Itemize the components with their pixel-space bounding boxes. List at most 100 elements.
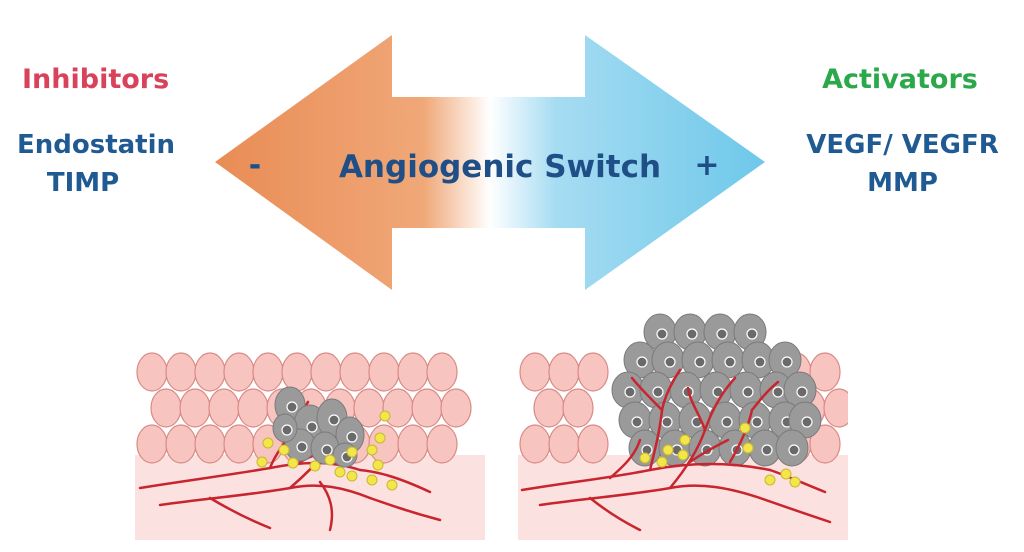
- epithelial-cell-layer: [136, 352, 472, 464]
- tumor-cell-nucleus: [664, 356, 676, 368]
- factor-dot: [662, 444, 674, 456]
- factor-dot: [789, 476, 801, 488]
- switch-minus-sign: -: [249, 148, 261, 183]
- angiogenic-factors: [639, 422, 801, 488]
- blood-vessels: [520, 368, 832, 532]
- tumor-cell-nucleus: [781, 356, 793, 368]
- tumor-cell-nucleus: [716, 328, 728, 340]
- epithelial-cell: [368, 352, 400, 392]
- epithelial-cell: [368, 424, 400, 464]
- epithelial-cell: [223, 424, 255, 464]
- small-tumor-mass: [272, 386, 365, 468]
- epithelial-cell: [237, 388, 269, 428]
- tumor-cell-nucleus: [631, 416, 643, 428]
- tumor-cell-nucleus: [746, 328, 758, 340]
- tumor-cell-nucleus: [321, 444, 333, 456]
- tumor-cell-nucleus: [751, 416, 763, 428]
- factor-dot: [309, 460, 321, 472]
- epithelial-cell: [823, 388, 848, 428]
- factor-dot: [366, 444, 378, 456]
- epithelial-cell: [411, 388, 443, 428]
- factor-dot: [677, 449, 689, 461]
- factor-dot: [287, 457, 299, 469]
- epithelial-cell: [519, 352, 551, 392]
- inhibitor-timp: TIMP: [46, 168, 120, 198]
- epithelial-cell: [252, 352, 284, 392]
- tumor-cell-nucleus: [652, 386, 664, 398]
- epithelial-cell: [165, 424, 197, 464]
- epithelial-cell: [194, 424, 226, 464]
- epithelial-cell: [548, 424, 580, 464]
- epithelial-cell: [382, 388, 414, 428]
- epithelial-cell: [809, 352, 841, 392]
- factor-dot: [278, 444, 290, 456]
- epithelial-cell: [136, 352, 168, 392]
- factor-dot: [334, 466, 346, 478]
- angiogenic-tissue-illustration: [518, 313, 848, 540]
- large-tumor-mass: [611, 313, 822, 467]
- factor-dot: [679, 434, 691, 446]
- tumor-cell-nucleus: [801, 416, 813, 428]
- factor-dot: [780, 468, 792, 480]
- tumor-cell-nucleus: [724, 356, 736, 368]
- factor-dot: [742, 442, 754, 454]
- tumor-cell-nucleus: [761, 444, 773, 456]
- factor-dot: [656, 456, 668, 468]
- factor-dot: [346, 446, 358, 458]
- tumor-cell-nucleus: [656, 328, 668, 340]
- epithelial-cell: [440, 388, 472, 428]
- tumor-cell-nucleus: [694, 356, 706, 368]
- epithelial-cell: [533, 388, 565, 428]
- inhibitor-endostatin: Endostatin: [16, 130, 176, 160]
- factor-dot: [764, 474, 776, 486]
- epithelial-cell: [150, 388, 182, 428]
- epithelial-cell: [809, 424, 841, 464]
- factor-dot: [256, 456, 268, 468]
- factor-dot: [739, 422, 751, 434]
- switch-label: Angiogenic Switch: [339, 149, 661, 185]
- tumor-cell-nucleus: [661, 416, 673, 428]
- tumor-cell-nucleus: [286, 401, 298, 413]
- epithelial-cell: [426, 424, 458, 464]
- inhibitors-title: Inhibitors: [22, 64, 170, 95]
- epithelial-cell: [208, 388, 240, 428]
- factor-dot: [324, 454, 336, 466]
- epithelial-cell: [562, 388, 594, 428]
- activator-vegf-vegfr: VEGF/ VEGFR: [806, 130, 999, 160]
- epithelial-cell: [577, 424, 609, 464]
- factor-dot: [262, 437, 274, 449]
- dormant-tissue-illustration: [135, 352, 485, 540]
- epithelial-cell: [577, 352, 609, 392]
- epithelial-cell: [223, 352, 255, 392]
- tissue-stroma: [518, 455, 848, 540]
- tumor-cell-nucleus: [346, 431, 358, 443]
- activators-title: Activators: [822, 64, 978, 95]
- factor-dot: [386, 479, 398, 491]
- factor-dot: [374, 432, 386, 444]
- tumor-cell-nucleus: [796, 386, 808, 398]
- double-arrow: [215, 35, 765, 290]
- tumor-cell-nucleus: [624, 386, 636, 398]
- factor-dot: [379, 410, 391, 422]
- tumor-cell-nucleus: [721, 416, 733, 428]
- factor-dot: [639, 452, 651, 464]
- epithelial-cell: [310, 352, 342, 392]
- epithelial-cell: [165, 352, 197, 392]
- epithelial-cell: [397, 424, 429, 464]
- tumor-cell-nucleus: [686, 328, 698, 340]
- epithelial-cell: [426, 352, 458, 392]
- tumor-cell-nucleus: [742, 386, 754, 398]
- epithelial-cell: [179, 388, 211, 428]
- epithelial-cell: [548, 352, 580, 392]
- factor-dot: [366, 474, 378, 486]
- angiogenic-factors: [256, 410, 398, 491]
- tumor-cell-nucleus: [296, 441, 308, 453]
- tumor-cell-nucleus: [306, 421, 318, 433]
- tumor-cell-nucleus: [328, 414, 340, 426]
- tumor-cell-nucleus: [772, 386, 784, 398]
- factor-dot: [372, 459, 384, 471]
- epithelial-cell: [339, 352, 371, 392]
- tumor-cell-nucleus: [636, 356, 648, 368]
- epithelial-cell: [136, 424, 168, 464]
